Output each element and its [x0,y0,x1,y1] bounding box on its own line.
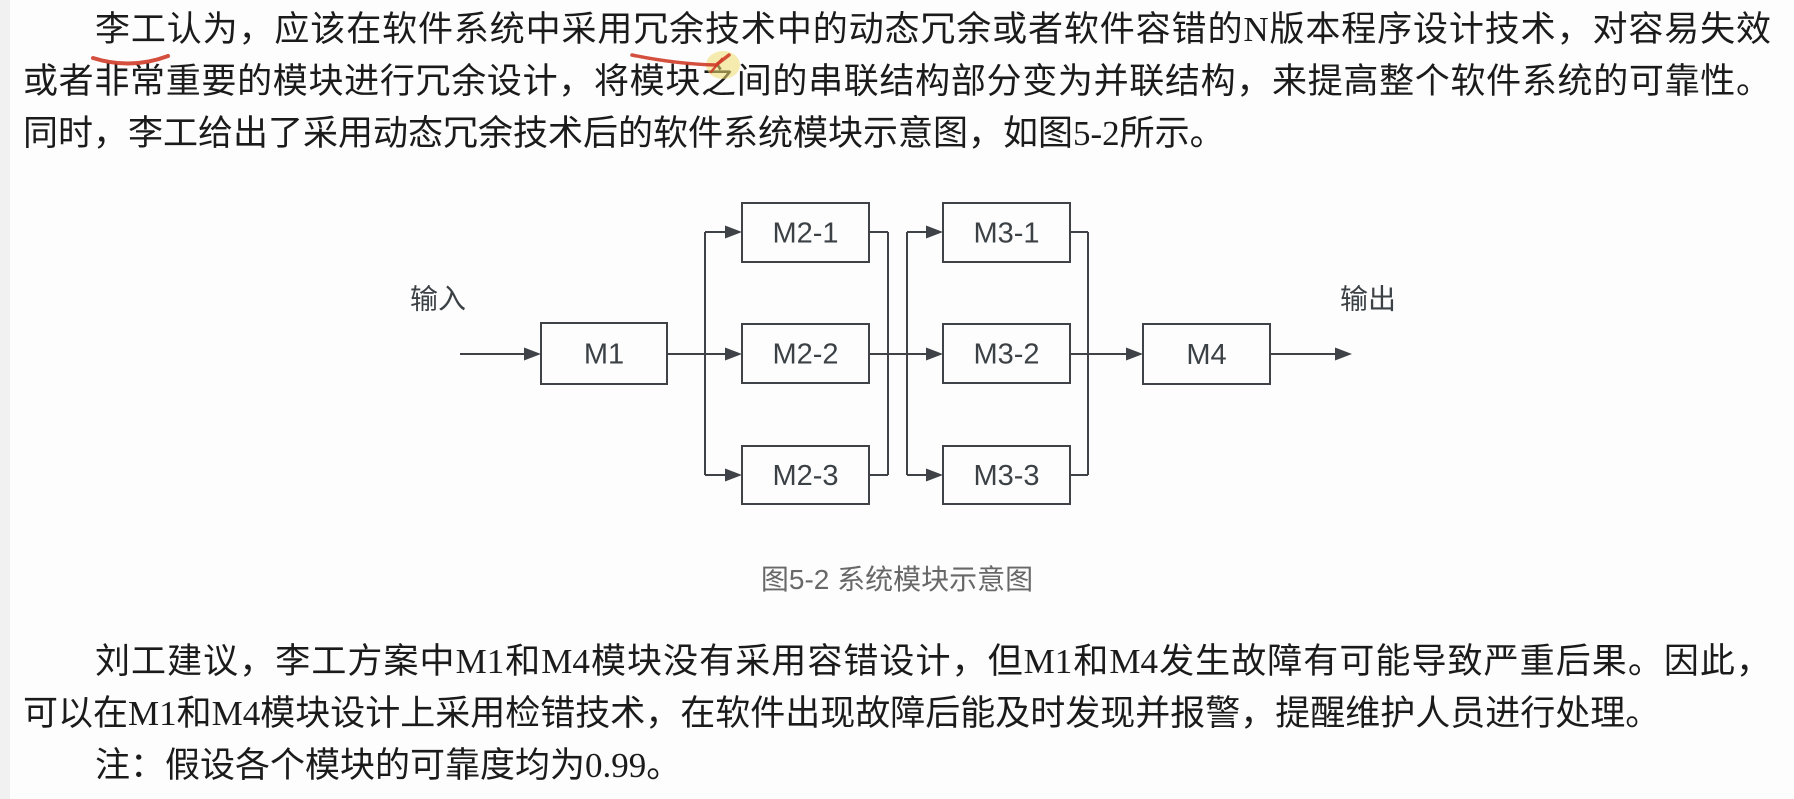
arrowhead-icon [725,468,742,482]
arrowhead-icon [926,347,943,361]
module-label: M4 [1186,339,1226,371]
arrowhead-icon [725,225,742,239]
module-label: M3-2 [973,339,1039,371]
arrowhead-icon [926,468,943,482]
paragraph-line: 可以在M1和M4模块设计上采用检错技术，在软件出现故障后能及时发现并报警，提醒维… [23,694,1661,733]
module-box-M2-3: M2-3 [741,445,870,505]
highlight-dot-annotation [706,51,740,79]
figure-caption: 图5-2 系统模块示意图 [760,564,1034,595]
paragraph-intro: 李工认为，应该在软件系统中采用冗余技术中的动态冗余或者软件容错的N版本程序设计技… [23,4,1771,160]
paragraph-line: 或者非常重要的模块进行冗余设计，将模块之间的串联结构部分变为并联结构，来提高整个… [23,62,1771,101]
paragraph-line: 同时，李工给出了采用动态冗余技术后的软件系统模块示意图，如图5-2所示。 [23,114,1225,153]
module-label: M3-1 [973,218,1039,250]
red-pen-tick-annotation [709,57,724,74]
paragraph-line: 李工认为，应该在软件系统中采用冗余技术中的动态冗余或者软件容错的N版本程序设计技… [95,10,1771,49]
arrowhead-icon [1335,347,1352,361]
module-box-M1: M1 [540,322,668,385]
arrowhead-icon [725,347,742,361]
module-box-M3-3: M3-3 [942,445,1071,505]
page-left-edge [0,0,10,799]
paragraph-line: 刘工建议，李工方案中M1和M4模块没有采用容错设计，但M1和M4发生故障有可能导… [95,642,1771,681]
module-label: M1 [584,339,624,371]
arrowhead-icon [524,347,541,361]
module-box-M3-2: M3-2 [942,323,1071,384]
paragraph-suggestion: 刘工建议，李工方案中M1和M4模块没有采用容错设计，但M1和M4发生故障有可能导… [23,636,1771,792]
arrowhead-icon [1126,347,1143,361]
module-box-M3-1: M3-1 [942,202,1071,263]
module-box-M2-1: M2-1 [741,202,870,263]
module-box-M4: M4 [1142,323,1271,385]
paragraph-line: 注：假设各个模块的可靠度均为0.99。 [95,746,682,785]
module-box-M2-2: M2-2 [741,323,870,384]
module-label: M2-3 [772,460,838,492]
input-label: 输入 [410,284,466,315]
red-underline-annotation [630,53,731,67]
module-label: M2-2 [772,339,838,371]
output-label: 输出 [1340,284,1396,315]
module-label: M2-1 [772,218,838,250]
red-underline-annotation [91,54,170,66]
module-label: M3-3 [973,460,1039,492]
arrowhead-icon [926,225,943,239]
